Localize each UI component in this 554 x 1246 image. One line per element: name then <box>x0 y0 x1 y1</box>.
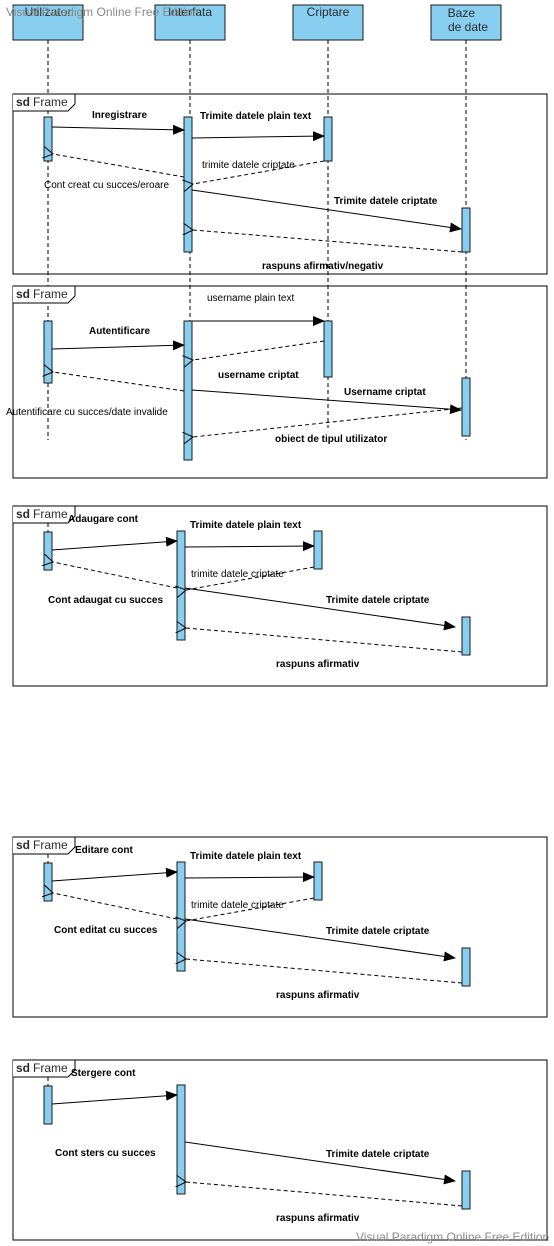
msg-arrow <box>191 189 462 233</box>
msg-label: Username criptat <box>344 387 426 398</box>
msg-return <box>186 628 463 653</box>
msg-return <box>186 1182 463 1207</box>
svg-text:Criptare: Criptare <box>307 5 350 19</box>
svg-text:Utilizator: Utilizator <box>25 5 72 19</box>
watermark-top: Visual Paradigm Online Free Edition <box>6 5 199 19</box>
msg-label: Cont editat cu succes <box>54 925 158 936</box>
frame-3-title: Adaugare cont <box>68 514 139 525</box>
msg-label: Trimite datele plain text <box>200 111 312 122</box>
msg-label: Trimite datele plain text <box>190 520 302 531</box>
msg-arrow <box>184 541 315 552</box>
msg-return <box>53 154 185 178</box>
msg-label: Trimite datele criptate <box>326 1149 430 1160</box>
lifeline-header-criptare: Criptare <box>292 4 364 41</box>
msg-label: Trimite datele plain text <box>190 851 302 862</box>
msg-arrow <box>51 867 178 882</box>
baze-line-2: de date <box>448 20 488 34</box>
msg-label: Cont creat cu succes/eroare <box>44 180 169 191</box>
watermark-bottom: Visual Paradigm Online Free Edition <box>356 1230 549 1244</box>
msg-return <box>186 959 463 984</box>
lifeline-header-baze-de-date: Baze de date <box>430 4 502 41</box>
msg-arrow <box>191 131 325 142</box>
msg-return <box>53 562 178 589</box>
frame-4-title: Editare cont <box>75 845 133 856</box>
msg-label: Trimite datele criptate <box>326 926 430 937</box>
msg-arrow <box>184 587 456 631</box>
msg-label: username plain text <box>207 293 294 304</box>
msg-return <box>53 372 185 392</box>
msg-label: trimite datele criptate <box>202 160 295 171</box>
msg-arrow <box>184 1141 456 1185</box>
msg-label: username criptat <box>218 370 299 381</box>
msg-return <box>193 230 463 253</box>
msg-label: Cont adaugat cu succes <box>48 595 163 606</box>
frame-5-title: Stergere cont <box>71 1068 136 1079</box>
msg-return <box>193 160 325 184</box>
msg-label: trimite datele criptate <box>191 569 284 580</box>
msg-arrow <box>191 389 462 415</box>
lifeline-header-utilizator: Utilizator <box>12 4 84 41</box>
svg-text:Baze de date: Baze de date <box>448 6 489 34</box>
msg-return <box>193 407 463 437</box>
msg-label: Cont sters cu succes <box>55 1148 156 1159</box>
msg-label: Trimite datele criptate <box>334 196 438 207</box>
msg-label: Trimite datele criptate <box>326 595 430 606</box>
msg-label: raspuns afirmativ <box>276 1213 360 1224</box>
msg-arrow <box>51 340 185 351</box>
msg-arrow <box>184 918 456 962</box>
msg-return <box>53 893 178 920</box>
msg-label: trimite datele criptate <box>191 900 284 911</box>
svg-text:Interfata: Interfata <box>168 5 212 19</box>
msg-arrow <box>51 1090 178 1105</box>
msg-return <box>186 566 315 590</box>
msg-arrow <box>51 536 178 551</box>
msg-return <box>193 340 325 360</box>
msg-label: raspuns afirmativ/negativ <box>262 261 384 272</box>
msg-return <box>186 897 315 921</box>
msg-arrow <box>51 124 185 135</box>
msg-label: Inregistrare <box>92 110 147 121</box>
msg-label: Autentificare <box>89 326 151 337</box>
msg-label: raspuns afirmativ <box>276 659 360 670</box>
msg-label: obiect de tipul utilizator <box>275 434 387 445</box>
baze-line-1: Baze <box>448 6 476 20</box>
msg-label: raspuns afirmativ <box>276 990 360 1001</box>
msg-label: Autentificare cu succes/date invalide <box>6 407 168 418</box>
msg-arrow <box>184 872 315 883</box>
